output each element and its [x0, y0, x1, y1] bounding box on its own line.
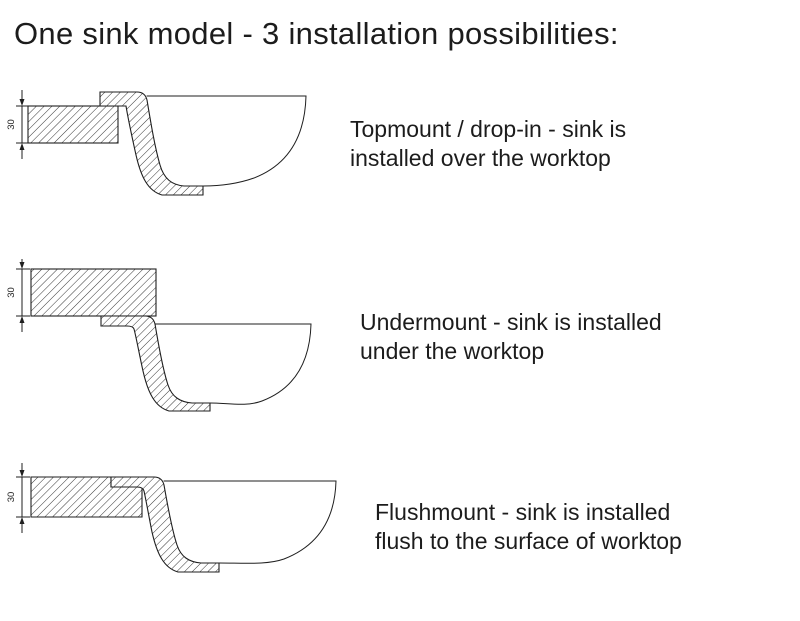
sink-wall-section [110, 476, 220, 573]
topmount-description: Topmount / drop-in - sink is installed o… [350, 115, 627, 171]
topmount-dimension: 30 [6, 90, 29, 159]
flushmount-description: Flushmount - sink is installed flush to … [375, 498, 682, 554]
flushmount-drawing: 30 [6, 463, 337, 573]
undermount-dimension: 30 [6, 259, 30, 332]
topmount-drawing: 30 [6, 90, 307, 196]
bowl-outline [163, 480, 337, 564]
undermount-description: Undermount - sink is installed under the… [360, 308, 662, 364]
dimension-label: 30 [6, 287, 17, 298]
dimension-label: 30 [6, 119, 17, 130]
bowl-outline [146, 95, 307, 187]
sink-wall-section [100, 315, 211, 412]
sink-wall-section [99, 91, 204, 196]
undermount-drawing: 30 [6, 259, 312, 412]
dimension-label: 30 [6, 492, 17, 503]
installation-row-flushmount: 30 Flushmount - sink is installed flush … [6, 462, 800, 592]
worktop-section [30, 268, 157, 317]
installation-row-undermount: 30 Undermount - sink is installed under … [6, 258, 800, 416]
page-title: One sink model - 3 installation possibil… [14, 16, 619, 51]
bowl-outline [154, 323, 312, 405]
worktop-section [27, 105, 119, 144]
installation-row-topmount: 30 Topmount / drop-in - sink is installe… [6, 74, 800, 214]
flushmount-dimension: 30 [6, 463, 30, 533]
